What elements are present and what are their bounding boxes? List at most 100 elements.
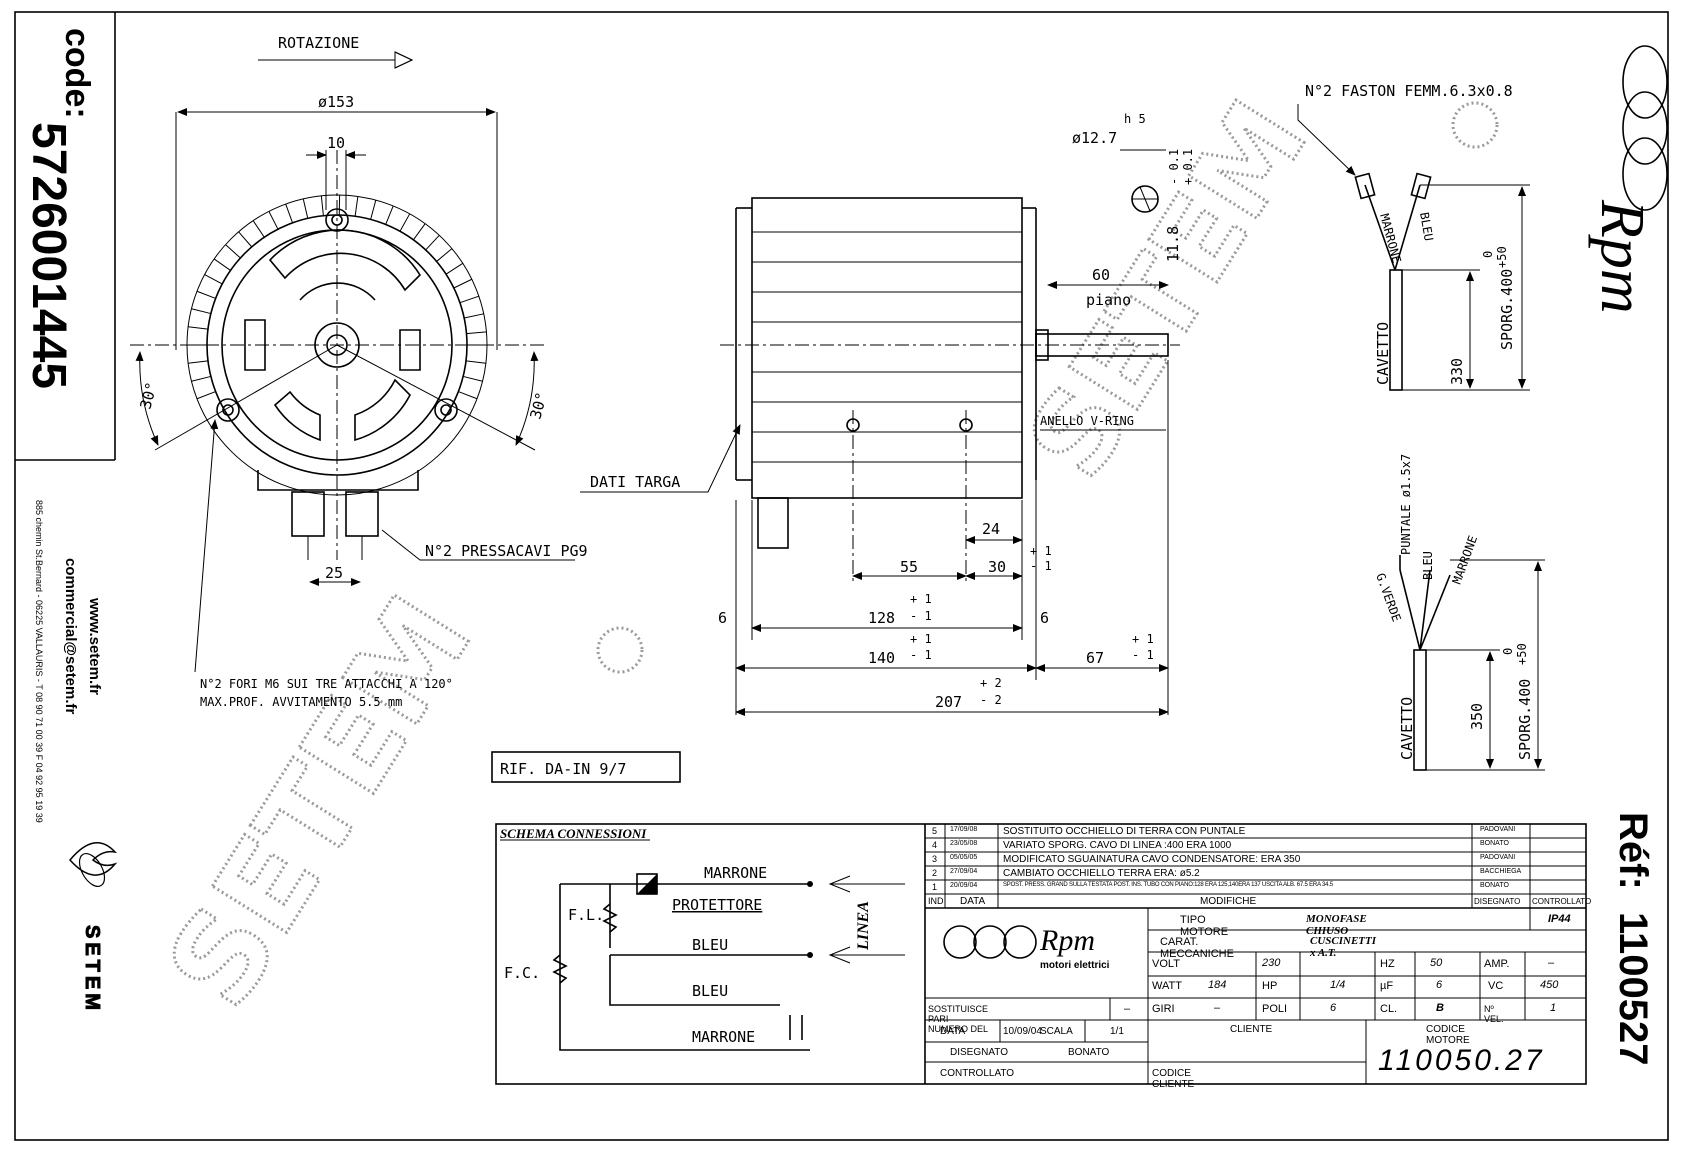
cooling-fin bbox=[425, 234, 440, 251]
contr-label: CONTROLLATO bbox=[940, 1068, 1015, 1079]
cooling-fin bbox=[188, 326, 209, 330]
tol-plus-label: + 0.1 bbox=[1181, 149, 1195, 185]
sost-label: SOSTITUISCE PARI NUMERO DEL bbox=[928, 1004, 989, 1034]
dim-60-label: 60 bbox=[1092, 266, 1110, 284]
drawing-frame bbox=[14, 11, 1669, 1141]
data-label: DATA bbox=[940, 1026, 966, 1037]
cable-top: N°2 FASTON FEMM.6.3x0.8 MARRONE BLEU CAV… bbox=[1297, 82, 1530, 391]
piano-label: piano bbox=[1086, 291, 1131, 309]
tipo-label: TIPO MOTORE bbox=[1180, 914, 1229, 938]
revision-n: 2 bbox=[932, 868, 938, 878]
codcliente-label: CODICE CLIENTE bbox=[1152, 1068, 1195, 1090]
bottom-tol-50: +50 bbox=[1515, 643, 1529, 665]
schem-bleu-2: BLEU bbox=[692, 982, 728, 1000]
cooling-fin bbox=[204, 274, 223, 285]
rpm-logo-icon bbox=[1622, 45, 1668, 211]
dis-label: DISEGNATO bbox=[950, 1047, 1008, 1058]
dim-6-right-label: 6 bbox=[1040, 609, 1049, 627]
scala-value: 1/1 bbox=[1110, 1026, 1124, 1037]
hp-value: 1/4 bbox=[1330, 979, 1346, 991]
hp-label: HP bbox=[1262, 980, 1278, 992]
bottom-wire-1-label: G.VERDE bbox=[1373, 571, 1403, 623]
top-wire-2-label: BLEU bbox=[1417, 211, 1436, 242]
hz-value: 50 bbox=[1430, 957, 1443, 969]
tol-128-m: - 1 bbox=[910, 609, 932, 623]
watt-label: WATT bbox=[1152, 980, 1182, 992]
code-value: 5726001445 bbox=[22, 122, 75, 389]
diameter-label: ø153 bbox=[318, 93, 354, 111]
cooling-fin bbox=[238, 231, 253, 248]
dim-67-label: 67 bbox=[1086, 649, 1104, 667]
company-address: 885 chemin St.Bernard - 06225 VALLAURIS … bbox=[34, 500, 44, 823]
tol-140-p: + 1 bbox=[910, 632, 932, 646]
revision-desc: SOSTITUITO OCCHIELLO DI TERRA CON PUNTAL… bbox=[1003, 826, 1246, 837]
schematic-title: SCHEMA CONNESSIONI bbox=[500, 826, 647, 841]
bottom-sporg-label: SPORG.400 bbox=[1516, 679, 1534, 760]
top-length-label: 330 bbox=[1448, 358, 1466, 385]
cooling-fin bbox=[466, 331, 487, 335]
cooling-fin bbox=[225, 244, 241, 259]
revision-date: 23/05/08 bbox=[950, 840, 978, 847]
holes-line2: MAX.PROF. AVVITAMENTO 5.5 mm bbox=[200, 695, 402, 709]
revision-date: 27/09/04 bbox=[950, 868, 978, 875]
revision-by: BONATO bbox=[1480, 882, 1509, 889]
revision-date: 05/05/05 bbox=[950, 854, 978, 861]
codmot-value: 110050.27 bbox=[1378, 1044, 1545, 1077]
cooling-fin bbox=[285, 203, 294, 224]
dim-10-label: 10 bbox=[327, 134, 345, 152]
vc-label: VC bbox=[1488, 980, 1504, 992]
code-block: code: 5726001445 bbox=[15, 12, 116, 461]
bottom-cable-label: CAVETTO bbox=[1398, 697, 1416, 760]
angle-left-label: 30° bbox=[136, 380, 160, 411]
revision-by: BACCHIEGA bbox=[1480, 868, 1522, 875]
schem-protettore: PROTETTORE bbox=[672, 896, 762, 914]
revision-date: 20/09/04 bbox=[950, 882, 978, 889]
title-block: Rpm motori elettrici bbox=[925, 908, 1586, 1084]
cooling-fin bbox=[465, 360, 486, 364]
data-value: 10/09/04 bbox=[1003, 1026, 1042, 1037]
cooling-fin bbox=[445, 262, 464, 275]
dim-24-label: 24 bbox=[982, 520, 1000, 538]
cooling-fin bbox=[463, 375, 483, 382]
rpm-small-brand: Rpm bbox=[1039, 924, 1095, 957]
tol-67-m: - 1 bbox=[1132, 648, 1154, 662]
angle-right-label: 30° bbox=[526, 390, 550, 421]
cooling-fin bbox=[196, 290, 216, 299]
faston-label: N°2 FASTON FEMM.6.3x0.8 bbox=[1305, 82, 1513, 100]
poli-label: POLI bbox=[1262, 1003, 1288, 1015]
cooling-fin bbox=[464, 313, 484, 319]
top-sporg-label: SPORG.400 bbox=[1498, 269, 1516, 350]
rpm-logo: Rpm bbox=[1588, 45, 1668, 314]
tol-24-p: + 1 bbox=[1030, 544, 1052, 558]
cooling-fin bbox=[196, 391, 216, 400]
dim-128-label: 128 bbox=[868, 609, 895, 627]
carat-value: CUSCINETTI x A.T. bbox=[1310, 935, 1377, 959]
tol-140-m: - 1 bbox=[910, 648, 932, 662]
company-website: www.setem.fr bbox=[86, 597, 103, 695]
rpm-tagline: motori elettrici bbox=[1040, 960, 1110, 971]
dis-value: BONATO bbox=[1068, 1047, 1110, 1058]
cooling-fin bbox=[385, 205, 394, 225]
tol-207-p: + 2 bbox=[980, 676, 1002, 690]
cooling-fin bbox=[413, 223, 426, 241]
top-wire-1-label: MARRONE bbox=[1377, 212, 1404, 264]
tol-24-m: - 1 bbox=[1030, 559, 1052, 573]
rpm-small-logo-icon bbox=[943, 925, 1037, 959]
dim-207-label: 207 bbox=[935, 693, 962, 711]
tol-67-p: + 1 bbox=[1132, 632, 1154, 646]
tol-207-m: - 2 bbox=[980, 693, 1002, 707]
v-ring-label: ANELLO V-RING bbox=[1040, 414, 1134, 428]
h-con: CONTROLLATO bbox=[1532, 897, 1592, 906]
flat-dim-label: 11.8 bbox=[1164, 226, 1182, 262]
hz-label: HZ bbox=[1380, 958, 1395, 970]
revision-desc: VARIATO SPORG. CAVO DI LINEA :400 ERA 10… bbox=[1003, 840, 1232, 851]
vc-value: 450 bbox=[1540, 979, 1559, 991]
terminal-label: PUNTALE ø1.5x7 bbox=[1399, 454, 1413, 555]
cl-label: CL. bbox=[1380, 1003, 1398, 1015]
ref-label: Réf: bbox=[1611, 812, 1655, 890]
revision-n: 1 bbox=[932, 882, 938, 892]
cooling-fin bbox=[436, 248, 453, 262]
top-tol-50: +50 bbox=[1495, 246, 1509, 268]
giri-value: – bbox=[1214, 1002, 1221, 1014]
cooling-fin bbox=[213, 258, 231, 271]
